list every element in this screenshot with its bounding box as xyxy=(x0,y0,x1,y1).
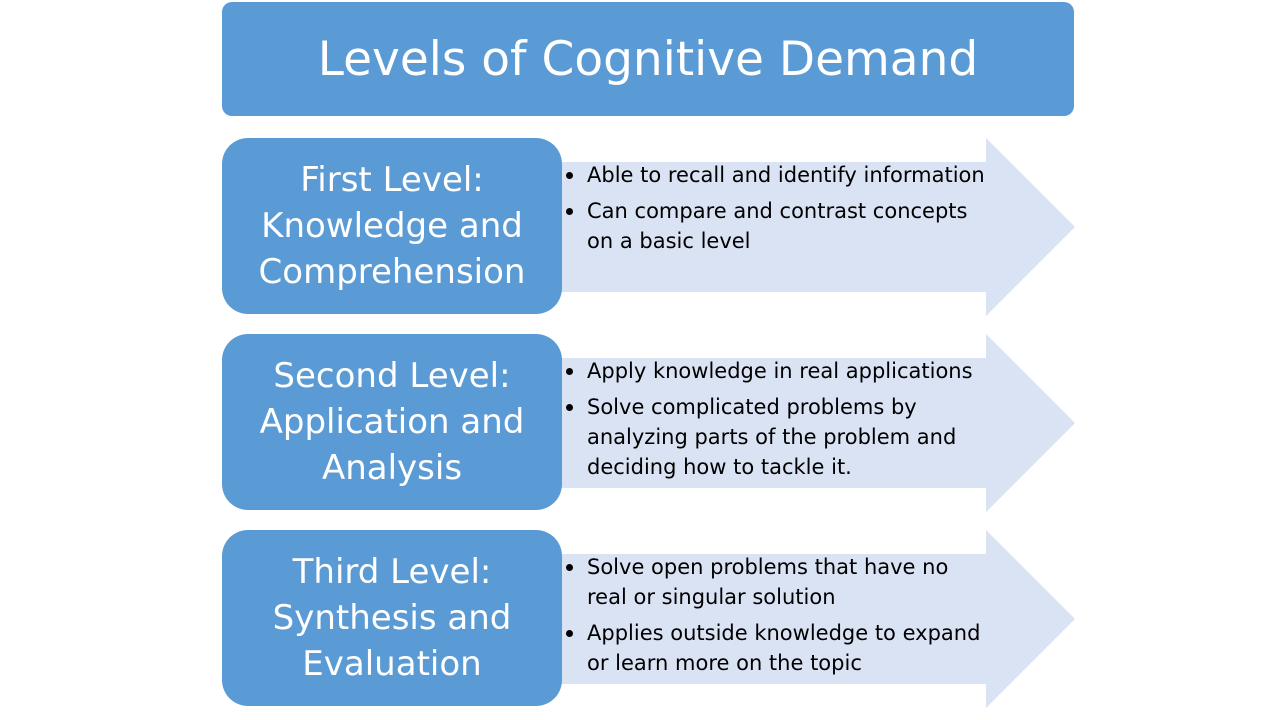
level-box: Third Level: Synthesis and Evaluation xyxy=(222,530,562,706)
level-bullet-list: Solve open problems that have no real or… xyxy=(562,552,992,684)
bullet-item: Solve complicated problems by analyzing … xyxy=(562,392,992,482)
bullet-text: Solve complicated problems by analyzing … xyxy=(587,395,957,479)
level-box: Second Level: Application and Analysis xyxy=(222,334,562,510)
level-row-second: Second Level: Application and Analysis A… xyxy=(0,334,1280,514)
bullet-item: Applies outside knowledge to expand or l… xyxy=(562,618,992,678)
level-bullet-list: Apply knowledge in real applications Sol… xyxy=(562,356,992,488)
level-arrow xyxy=(540,530,1080,710)
level-row-third: Third Level: Synthesis and Evaluation So… xyxy=(0,530,1280,710)
arrow-shape xyxy=(540,334,1075,512)
bullet-item: Solve open problems that have no real or… xyxy=(562,552,992,612)
bullet-text: Apply knowledge in real applications xyxy=(587,359,973,383)
level-box: First Level: Knowledge and Comprehension xyxy=(222,138,562,314)
bullet-text: Applies outside knowledge to expand or l… xyxy=(587,621,981,675)
bullet-text: Solve open problems that have no real or… xyxy=(587,555,949,609)
bullet-text: Can compare and contrast concepts on a b… xyxy=(587,199,968,253)
bullet-dot-icon xyxy=(566,630,573,637)
bullet-dot-icon xyxy=(566,404,573,411)
diagram-title: Levels of Cognitive Demand xyxy=(317,31,979,87)
level-label: Third Level: Synthesis and Evaluation xyxy=(272,552,512,684)
bullet-text: Able to recall and identify information xyxy=(587,163,985,187)
bullet-dot-icon xyxy=(566,208,573,215)
bullet-item: Able to recall and identify information xyxy=(562,160,992,190)
bullet-item: Apply knowledge in real applications xyxy=(562,356,992,386)
bullet-dot-icon xyxy=(566,368,573,375)
bullet-dot-icon xyxy=(566,564,573,571)
bullet-dot-icon xyxy=(566,172,573,179)
level-row-first: First Level: Knowledge and Comprehension… xyxy=(0,138,1280,318)
arrow-shape xyxy=(540,138,1075,316)
level-arrow xyxy=(540,334,1080,514)
arrow-shape xyxy=(540,530,1075,708)
level-arrow xyxy=(540,138,1080,318)
level-bullet-list: Able to recall and identify information … xyxy=(562,160,992,262)
bullet-item: Can compare and contrast concepts on a b… xyxy=(562,196,992,256)
level-label: First Level: Knowledge and Comprehension xyxy=(258,160,526,292)
title-box: Levels of Cognitive Demand xyxy=(222,2,1074,116)
level-label: Second Level: Application and Analysis xyxy=(259,356,525,488)
